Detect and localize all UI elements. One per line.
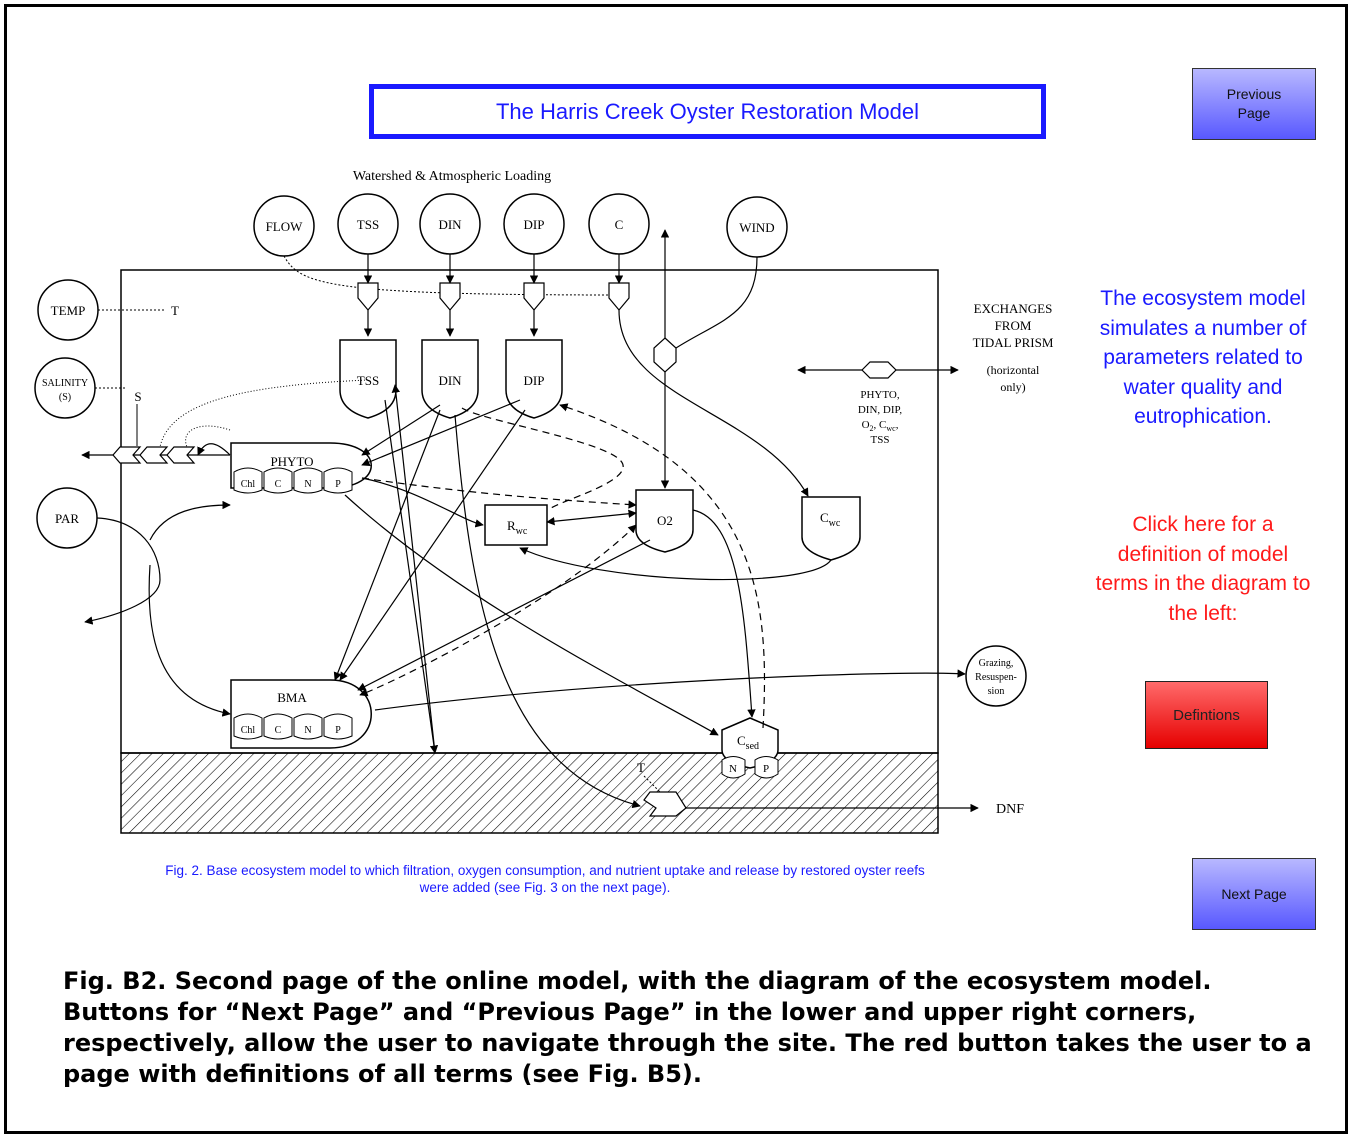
pool-dip: DIP: [505, 339, 563, 419]
phyto-part-n: N: [304, 479, 311, 490]
definitions-button[interactable]: Defintions: [1145, 681, 1268, 749]
input-wind-label: WIND: [739, 220, 774, 235]
input-temp-label: TEMP: [51, 303, 86, 318]
exchange-vars-3-o: O: [862, 419, 870, 431]
exchange-vars-3-end: ,: [896, 419, 899, 431]
exchanges-label-1: EXCHANGES: [974, 301, 1053, 316]
exchange-vars-3: O2, Cwc,: [862, 419, 899, 433]
grazing-label-1: Grazing,: [979, 658, 1014, 669]
input-par: PAR: [36, 487, 98, 549]
page-frame: [4, 4, 1348, 1134]
previous-page-label-line1: Previous: [1226, 86, 1282, 103]
input-tss: TSS: [337, 193, 399, 255]
pool-tss: TSS: [339, 339, 397, 419]
next-page-button[interactable]: Next Page: [1192, 858, 1316, 930]
input-din-label: DIN: [438, 217, 462, 232]
exchange-vars-4: TSS: [871, 434, 890, 446]
loading-label: Watershed & Atmospheric Loading: [353, 169, 551, 184]
bma-label: BMA: [277, 690, 307, 705]
bma-part-c: C: [275, 725, 282, 736]
pool-din-label: DIN: [438, 373, 462, 388]
phyto-part-c: C: [275, 479, 282, 490]
input-par-label: PAR: [55, 511, 79, 526]
temp-variable: T: [171, 303, 179, 318]
grazing-resuspension: Grazing, Resuspen- sion: [965, 645, 1027, 707]
pool-cwc-text: Cwc: [820, 510, 841, 529]
pool-cwc-sub: wc: [829, 518, 841, 529]
definitions-button-label: Defintions: [1173, 706, 1240, 724]
pool-rwc-sub: wc: [516, 526, 528, 537]
input-salinity: SALINITY (S): [34, 357, 96, 419]
sediment-part-p: P: [763, 763, 769, 775]
pool-o2: O2: [635, 489, 694, 553]
bma-part-n: N: [304, 725, 311, 736]
input-temp: TEMP: [37, 279, 99, 341]
pool-csed-sub: sed: [746, 741, 759, 752]
bma-compartment: BMA Chl C N P: [230, 679, 372, 749]
phyto-compartment: PHYTO Chl C N P: [230, 442, 372, 494]
pool-csed: Csed N P: [721, 717, 779, 779]
input-dip: DIP: [503, 193, 565, 255]
next-page-label: Next Page: [1221, 885, 1287, 902]
pool-rwc: Rwc: [484, 504, 548, 546]
pool-csed-text: Csed: [737, 733, 759, 752]
pool-din: DIN: [421, 339, 479, 419]
pool-rwc-label: R: [507, 518, 516, 533]
previous-page-label-line2: Page: [1237, 105, 1271, 121]
exchange-vars-1: PHYTO,: [860, 389, 899, 401]
definitions-prompt: Click here for a definition of model ter…: [1095, 513, 1311, 625]
exchanges-label-5: only): [1000, 380, 1025, 394]
exchanges-label-4: (horizontal: [987, 363, 1040, 377]
input-flow-label: FLOW: [266, 219, 304, 234]
bma-part-p: P: [335, 725, 341, 736]
dnf-temp-variable: T: [637, 760, 645, 775]
page-title: The Harris Creek Oyster Restoration Mode…: [495, 98, 920, 124]
bma-part-chl: Chl: [241, 725, 256, 736]
pool-cwc: Cwc: [801, 496, 861, 561]
sediment-layer: [120, 752, 939, 834]
previous-page-button[interactable]: Previous Page: [1192, 68, 1316, 140]
exchange-vars-3-sub2: wc: [886, 424, 896, 433]
input-c: C: [588, 193, 650, 255]
input-salinity-label-2: (S): [59, 392, 71, 403]
grazing-label-2: Resuspen-: [975, 672, 1017, 683]
phyto-part-p: P: [335, 479, 341, 490]
input-din: DIN: [419, 193, 481, 255]
exchanges-label-2: FROM: [995, 318, 1032, 333]
grazing-label-3: sion: [988, 686, 1005, 697]
phyto-label: PHYTO: [270, 454, 313, 469]
input-tss-label: TSS: [357, 217, 379, 232]
pool-cwc-label: C: [820, 510, 829, 525]
model-description: The ecosystem model simulates a number o…: [1099, 287, 1307, 428]
exchanges-label-3: TIDAL PRISM: [973, 335, 1054, 350]
sediment-part-n: N: [729, 763, 737, 775]
phyto-part-chl: Chl: [241, 479, 256, 490]
pool-dip-label: DIP: [524, 373, 545, 388]
salinity-variable: S: [134, 389, 141, 404]
input-wind: WIND: [726, 196, 788, 258]
page-title-box: The Harris Creek Oyster Restoration Mode…: [369, 84, 1046, 139]
pool-csed-label: C: [737, 733, 746, 748]
bottom-caption: Fig. B2. Second page of the online model…: [63, 967, 1312, 1088]
input-salinity-label-1: SALINITY: [42, 378, 88, 389]
input-c-label: C: [615, 217, 624, 232]
figure-caption: Fig. 2. Base ecosystem model to which fi…: [165, 863, 925, 895]
dnf-label: DNF: [996, 802, 1024, 817]
pool-o2-label: O2: [657, 513, 673, 528]
input-dip-label: DIP: [524, 217, 545, 232]
exchange-vars-3-rest: , C: [874, 419, 887, 431]
input-flow: FLOW: [253, 195, 315, 257]
exchange-vars-2: DIN, DIP,: [858, 404, 903, 416]
exchange-vars-3-sub: 2: [870, 424, 874, 433]
